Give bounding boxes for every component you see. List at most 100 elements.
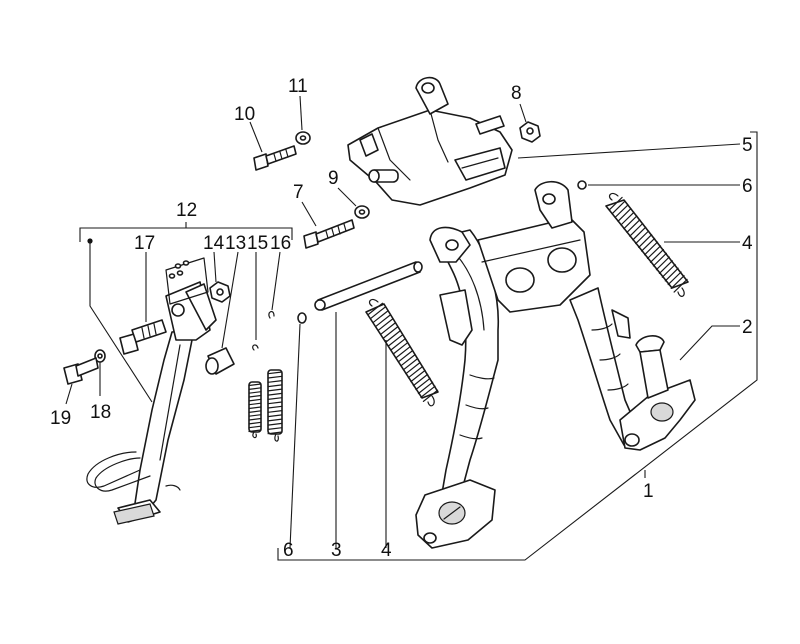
spring-coil <box>370 306 386 319</box>
spring-coil <box>267 397 283 400</box>
spring-coil <box>617 208 632 222</box>
spring-coil <box>248 414 262 417</box>
callout-10: 10 <box>234 104 255 125</box>
spring-coil <box>392 342 409 355</box>
spring-coil <box>248 429 262 433</box>
spring-coil <box>375 314 391 327</box>
spring-coil <box>267 392 283 396</box>
spring-coil <box>248 391 262 394</box>
spring-coil <box>661 263 676 278</box>
spring-coil <box>420 385 436 398</box>
callout-15: 15 <box>247 233 268 254</box>
callout-18: 18 <box>90 402 111 423</box>
spring-coil <box>673 278 688 293</box>
spring-coil <box>402 358 419 371</box>
spring-coil <box>412 373 429 387</box>
spring-coil <box>267 405 283 409</box>
spring-coil <box>623 215 638 230</box>
callout-6-upper: 6 <box>742 176 753 197</box>
spring-coil <box>372 310 389 323</box>
spring-coil <box>267 427 283 430</box>
side-stand <box>86 257 217 525</box>
foot-bolt-right <box>650 402 674 422</box>
spring-coil <box>655 256 670 271</box>
spring-coil <box>267 375 283 379</box>
leader-lines <box>65 95 741 549</box>
spring-coil <box>377 318 394 331</box>
callout-19: 19 <box>50 408 71 429</box>
spring-upper <box>605 192 689 297</box>
spring-coil <box>417 381 434 395</box>
assembly-1-bracket <box>277 131 758 561</box>
spring-lower <box>365 298 439 407</box>
spring-coil <box>397 350 414 363</box>
spring-coil <box>667 271 682 286</box>
spring-coil <box>670 275 685 289</box>
callout-11: 11 <box>288 76 308 97</box>
spring-coil <box>646 245 662 260</box>
spring-15 <box>248 344 262 439</box>
spring-coil <box>629 222 644 237</box>
spring-coil <box>367 302 384 315</box>
spring-coil <box>267 371 283 375</box>
spring-coil <box>649 249 665 263</box>
spring-coil <box>267 410 283 413</box>
spring-coil <box>405 361 421 375</box>
bolt-10 <box>253 145 297 171</box>
spring-coil <box>415 377 431 391</box>
frame-bracket <box>347 76 513 206</box>
spring-coil <box>267 418 283 422</box>
spring-coil <box>267 384 283 388</box>
spring-coil <box>611 200 626 215</box>
callout-4-lower: 4 <box>381 540 392 561</box>
spring-coil <box>390 338 406 351</box>
spring-coil <box>267 380 283 383</box>
spring-coil <box>248 417 262 421</box>
spring-coil <box>267 401 283 405</box>
spring-coil <box>248 387 262 390</box>
spring-coil <box>635 230 650 245</box>
spring-coil <box>267 422 283 426</box>
callout-12: 12 <box>176 200 197 221</box>
spring-coil <box>248 406 262 410</box>
spring-coil <box>638 234 653 248</box>
spring-coil <box>382 326 399 339</box>
spring-coil <box>248 394 262 398</box>
pivot-pin <box>314 261 423 311</box>
callout-16: 16 <box>270 233 291 254</box>
callout-8: 8 <box>511 83 522 104</box>
spring-coil <box>608 196 623 211</box>
bolt-17 <box>119 319 167 355</box>
spring-coil <box>387 334 404 347</box>
spring-coil <box>267 414 283 418</box>
spring-coil <box>407 365 424 379</box>
spring-coil <box>395 346 411 359</box>
spring-coil <box>267 388 283 392</box>
nut-8 <box>519 121 541 143</box>
callout-5: 5 <box>742 135 753 156</box>
spring-coil <box>380 322 396 335</box>
spring-coil <box>643 241 659 256</box>
spring-coil <box>410 369 426 383</box>
spring-coil <box>422 389 439 402</box>
callout-7: 7 <box>293 182 304 203</box>
spring-coil <box>640 237 656 252</box>
callout-6-lower: 6 <box>283 540 294 561</box>
retaining-clip-left <box>297 312 307 324</box>
spring-coil <box>385 330 401 343</box>
spring-coil <box>632 226 647 241</box>
callout-2: 2 <box>742 317 753 338</box>
group-brackets <box>79 131 758 561</box>
spring-coil <box>626 219 641 233</box>
callout-3: 3 <box>331 540 342 561</box>
spring-coil <box>248 383 262 387</box>
spring-coil <box>248 402 262 406</box>
callout-17: 17 <box>134 233 155 254</box>
spring-coil <box>248 410 262 413</box>
spring-coil <box>400 354 416 367</box>
spring-coil <box>267 431 283 435</box>
callout-9: 9 <box>328 168 339 189</box>
spring-coil <box>248 398 262 402</box>
nut-14 <box>209 281 231 303</box>
